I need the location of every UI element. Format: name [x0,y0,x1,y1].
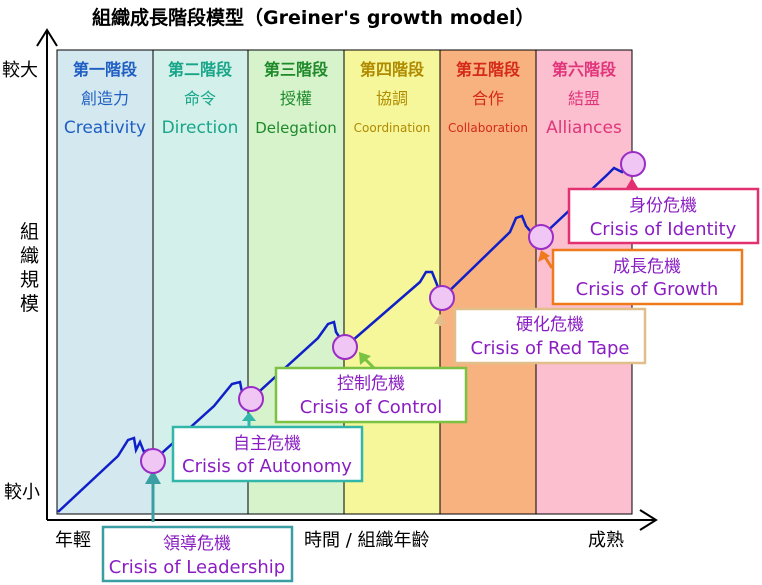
crisis-box-red-tape: 硬化危機 Crisis of Red Tape [453,307,647,365]
stage-3-en: Delegation [255,119,337,137]
crisis-point-red-tape [429,285,455,311]
y-axis-bottom-label: 較小 [4,482,40,503]
stage-5-zh: 合作 [472,89,504,108]
svg-text:控制危機: 控制危機 [337,374,405,394]
stage-2-label: 第二階段 [168,60,233,79]
svg-text:身份危機: 身份危機 [629,196,697,216]
svg-text:Crisis of Identity: Crisis of Identity [590,219,737,240]
stage-1-zh: 創造力 [81,89,129,108]
stage-6-zh: 結盟 [568,89,600,108]
svg-text:織: 織 [20,245,39,267]
x-axis-arrow [639,509,658,531]
crisis-box-control: 控制危機 Crisis of Control [274,366,468,424]
stage-3-label: 第三階段 [264,60,329,79]
svg-text:模: 模 [20,293,39,315]
crisis-boxes: 領導危機 Crisis of Leadership 自主危機 Crisis of… [101,187,760,583]
svg-text:Crisis of Control: Crisis of Control [300,397,443,418]
crisis-point-control [332,334,358,360]
crisis-box-leadership: 領導危機 Crisis of Leadership [101,525,294,583]
stage-2-zh: 命令 [184,89,216,108]
svg-text:成長危機: 成長危機 [613,257,681,277]
stage-4-zh: 協調 [376,89,408,108]
crisis-connectors [145,178,638,522]
x-axis-title: 時間 / 組織年齡 [304,530,430,551]
stage-3-zh: 授權 [280,89,312,108]
svg-text:Crisis of Autonomy: Crisis of Autonomy [182,456,352,477]
crisis-box-growth: 成長危機 Crisis of Growth [551,248,744,306]
stage-6-label: 第六階段 [552,60,617,79]
stage-5-label: 第五階段 [456,60,521,79]
stage-1-label: 第一階段 [73,60,138,79]
stage-4-en: Coordination [354,121,431,135]
diagram-title: 組織成長階段模型（Greiner's growth model） [92,6,535,29]
crisis-points [140,151,646,474]
y-axis-arrow [36,28,58,47]
crisis-point-identity [620,151,646,177]
x-axis-left-label: 年輕 [55,530,91,551]
svg-text:自主危機: 自主危機 [233,434,301,454]
x-axis-right-label: 成熟 [588,530,624,551]
svg-text:Crisis of Leadership: Crisis of Leadership [109,557,285,578]
crisis-point-growth [528,224,554,250]
stage-1-column [57,50,153,514]
crisis-box-identity: 身份危機 Crisis of Identity [567,187,760,245]
svg-text:硬化危機: 硬化危機 [516,315,584,335]
svg-text:規: 規 [20,269,39,291]
stage-1-en: Creativity [64,118,146,138]
stage-labels: 第一階段 創造力 Creativity 第二階段 命令 Direction 第三… [64,60,622,138]
stage-6-en: Alliances [546,118,622,138]
stage-2-en: Direction [162,118,239,138]
crisis-box-autonomy: 自主危機 Crisis of Autonomy [171,425,364,483]
svg-text:組: 組 [20,221,39,243]
svg-text:Crisis of Red Tape: Crisis of Red Tape [471,338,630,359]
axes [36,28,658,531]
y-axis-top-label: 較大 [2,60,38,81]
svg-text:Crisis of Growth: Crisis of Growth [576,279,719,300]
y-axis-title: 組 織 規 模 [20,221,39,315]
stage-5-en: Collaboration [448,121,528,135]
crisis-point-autonomy [238,386,264,412]
svg-text:領導危機: 領導危機 [163,534,231,554]
stage-4-label: 第四階段 [360,60,425,79]
stage-5-column [440,50,536,514]
crisis-point-leadership [140,448,166,474]
